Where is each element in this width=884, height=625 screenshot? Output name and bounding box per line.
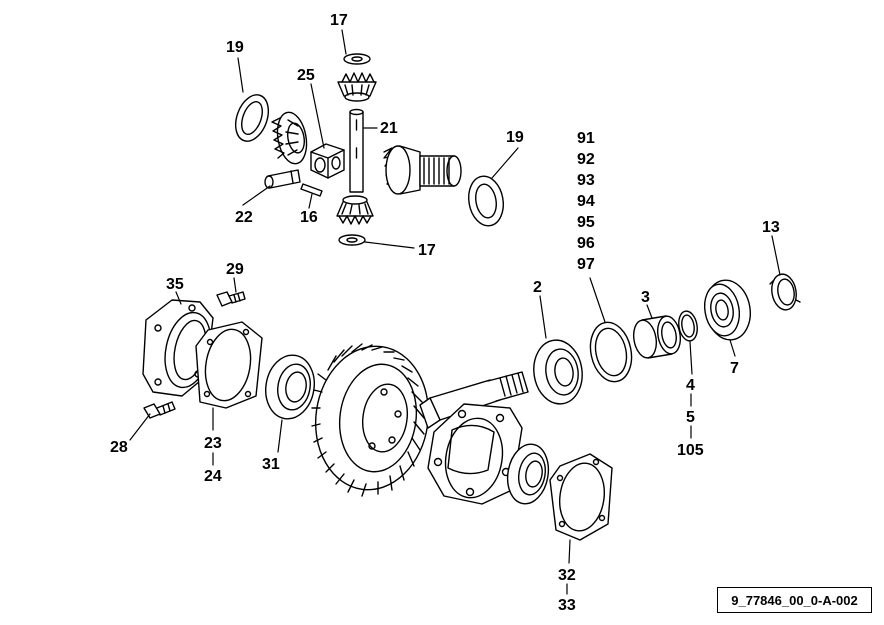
side-gear-left <box>271 111 308 165</box>
planet-gear-bottom <box>336 195 374 225</box>
callout-91: 91 <box>577 130 595 147</box>
pinion-shaft <box>349 108 364 193</box>
bearing-pinion-inner <box>533 339 583 405</box>
short-pin <box>264 169 301 189</box>
cross-block <box>310 143 345 179</box>
bolt-lower <box>143 401 176 419</box>
callout-95: 95 <box>577 214 595 231</box>
spacer-sleeve <box>632 315 682 359</box>
roll-pin <box>300 183 323 197</box>
callout-connectors <box>212 393 692 595</box>
callout-23: 23 <box>204 435 222 452</box>
callout-25: 25 <box>297 67 315 84</box>
callout-35: 35 <box>166 276 184 293</box>
drive-pinion-shaft <box>419 371 529 429</box>
callout-labels: 17 19 25 21 19 22 16 17 91 92 93 94 95 9… <box>110 12 780 614</box>
callout-19-left: 19 <box>226 39 244 56</box>
callout-19-right: 19 <box>506 129 524 146</box>
callout-92: 92 <box>577 151 595 168</box>
planet-gear-top <box>337 72 377 102</box>
thin-washer <box>678 310 698 342</box>
gasket-right <box>549 453 613 541</box>
thrust-washer-bottom <box>338 234 366 246</box>
callout-24: 24 <box>204 468 222 485</box>
callout-93: 93 <box>577 172 595 189</box>
callout-33: 33 <box>558 597 576 614</box>
drawing-reference-code: 9_77846_00_0-A-002 <box>717 587 872 613</box>
callout-17-top: 17 <box>330 12 348 29</box>
shim-ring-right <box>468 175 504 227</box>
callout-13: 13 <box>762 219 780 236</box>
crown-ring-gear <box>311 343 430 497</box>
bearing-pinion-outer <box>703 279 751 341</box>
callout-29: 29 <box>226 261 244 278</box>
callout-17-bottom: 17 <box>418 242 436 259</box>
shim-ring-set <box>589 321 633 383</box>
leader-lines <box>129 29 781 564</box>
callout-16: 16 <box>300 209 318 226</box>
thrust-washer-top <box>343 53 371 65</box>
callout-7: 7 <box>730 360 739 377</box>
callout-28: 28 <box>110 439 128 456</box>
callout-3: 3 <box>641 289 650 306</box>
side-gear-right <box>383 145 462 195</box>
callout-31: 31 <box>262 456 280 473</box>
callout-105: 105 <box>677 442 704 459</box>
callout-96: 96 <box>577 235 595 252</box>
bolt-upper <box>216 291 246 307</box>
carrier-bearing <box>506 443 550 505</box>
callout-22: 22 <box>235 209 253 226</box>
callout-32: 32 <box>558 567 576 584</box>
callout-97: 97 <box>577 256 595 273</box>
callout-5: 5 <box>686 409 695 426</box>
callout-2: 2 <box>533 279 542 296</box>
callout-4: 4 <box>686 377 695 394</box>
callout-94: 94 <box>577 193 595 210</box>
shim-ring-left <box>234 94 270 142</box>
bearing-left <box>265 354 315 420</box>
lock-nut <box>769 273 801 311</box>
gasket-left <box>195 321 263 409</box>
differential-carrier <box>427 403 523 505</box>
callout-21: 21 <box>380 120 398 137</box>
